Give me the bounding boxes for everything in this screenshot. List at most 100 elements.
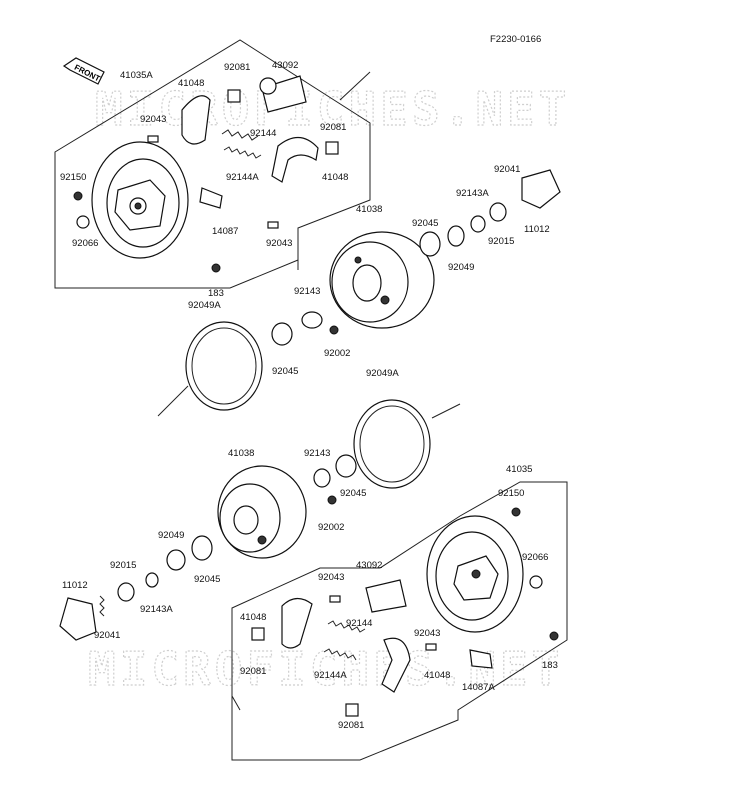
adjuster-block-bot1 xyxy=(251,627,265,641)
sleeve-bottom xyxy=(117,582,135,602)
label: 92144 xyxy=(346,618,372,629)
diagram-code: F2230-0166 xyxy=(490,34,541,45)
label: 41038 xyxy=(228,448,254,459)
label: 92143 xyxy=(294,286,320,297)
seal-ring-right xyxy=(353,399,431,489)
label: 92041 xyxy=(94,630,120,641)
cap-top xyxy=(521,169,561,209)
label: 92066 xyxy=(522,552,548,563)
bolt-bottom xyxy=(327,495,337,505)
label: 92144A xyxy=(226,172,259,183)
label: 183 xyxy=(208,288,224,299)
bearing-bottom2 xyxy=(191,535,213,561)
label: 14087 xyxy=(212,226,238,237)
watermark-bottom: MICROFICHES.NET xyxy=(88,642,563,696)
label: 92043 xyxy=(266,238,292,249)
bearing-top1 xyxy=(419,231,441,257)
label: 41048 xyxy=(322,172,348,183)
label: 41048 xyxy=(240,612,266,623)
label: 92150 xyxy=(498,488,524,499)
brake-shoe-bottom-2 xyxy=(381,637,411,693)
brake-cam-top xyxy=(259,75,307,113)
label: 11012 xyxy=(62,580,88,591)
label: 43092 xyxy=(272,60,298,71)
bolt-top xyxy=(73,191,83,201)
bolt-bottom-r xyxy=(511,507,521,517)
pin-top2 xyxy=(267,221,279,229)
label: 92049A xyxy=(188,300,221,311)
part-labels: 41035A 41048 92081 43092 92043 92144 920… xyxy=(60,60,558,731)
brake-lever-bottom xyxy=(469,649,493,669)
label: 92015 xyxy=(488,236,514,247)
pin-top1 xyxy=(147,135,159,143)
label: 92150 xyxy=(60,172,86,183)
label: 92049 xyxy=(158,530,184,541)
bearing-bottom1 xyxy=(335,454,357,478)
collar-bottom xyxy=(145,572,159,588)
label: 92045 xyxy=(412,218,438,229)
brake-shoe-bottom-1 xyxy=(281,597,313,649)
label: 41035 xyxy=(506,464,532,475)
label: 92081 xyxy=(320,122,346,133)
label: 92043 xyxy=(318,572,344,583)
label: 92081 xyxy=(240,666,266,677)
seal-bottom xyxy=(529,575,543,589)
label: 92143A xyxy=(140,604,173,615)
bearing-bottom3 xyxy=(166,549,186,571)
bearing-top2 xyxy=(447,225,465,247)
brake-shoe-top-2 xyxy=(271,136,319,183)
brake-lever-top xyxy=(199,187,223,209)
front-arrow: FRONT xyxy=(62,57,105,85)
adjuster-block-top1 xyxy=(227,89,241,103)
spacer-bottom xyxy=(313,468,331,488)
label: 92041 xyxy=(494,164,520,175)
bolt-left xyxy=(329,325,339,335)
seal-top xyxy=(76,215,90,229)
label: 92045 xyxy=(340,488,366,499)
label: 92049A xyxy=(366,368,399,379)
label: 14087A xyxy=(462,682,495,693)
label: 11012 xyxy=(524,224,550,235)
sleeve-top xyxy=(489,202,507,222)
nut-top xyxy=(211,263,221,273)
watermark-top: MICROFICHES.NET xyxy=(95,82,570,136)
label: 92045 xyxy=(272,366,298,377)
brake-shoe-top-1 xyxy=(181,95,211,145)
spring-bottom-2 xyxy=(323,648,357,661)
bearing-left xyxy=(271,322,293,346)
spring-bottom-1 xyxy=(327,620,366,633)
adjuster-block-top2 xyxy=(325,141,339,155)
label: 92043 xyxy=(414,628,440,639)
label: 41038 xyxy=(356,204,382,215)
spacer-left xyxy=(301,311,323,329)
label: 92144A xyxy=(314,670,347,681)
pin-bot2 xyxy=(425,643,437,651)
label: 183 xyxy=(542,660,558,671)
seal-ring-left xyxy=(185,321,263,411)
pin-bot1 xyxy=(329,595,341,603)
label: 92049 xyxy=(448,262,474,273)
label: 92143 xyxy=(304,448,330,459)
label: 41048 xyxy=(178,78,204,89)
collar-top xyxy=(470,215,486,233)
label: 92081 xyxy=(224,62,250,73)
label: 41035A xyxy=(120,70,153,81)
label: 92002 xyxy=(324,348,350,359)
label: 92144 xyxy=(250,128,276,139)
label: 92143A xyxy=(456,188,489,199)
brake-cam-bottom xyxy=(365,579,407,613)
label: 92015 xyxy=(110,560,136,571)
cap-bottom xyxy=(59,597,97,641)
label: 92002 xyxy=(318,522,344,533)
label: 92066 xyxy=(72,238,98,249)
backing-plate-bottom xyxy=(426,515,524,633)
spring-top-2 xyxy=(223,146,262,159)
label: 92081 xyxy=(338,720,364,731)
nut-bottom xyxy=(549,631,559,641)
bottom-assembly-outline xyxy=(231,481,568,761)
pin-bottom xyxy=(99,595,105,617)
brake-drum-top xyxy=(329,231,435,329)
label: 92043 xyxy=(140,114,166,125)
spring-top-1 xyxy=(221,129,259,141)
